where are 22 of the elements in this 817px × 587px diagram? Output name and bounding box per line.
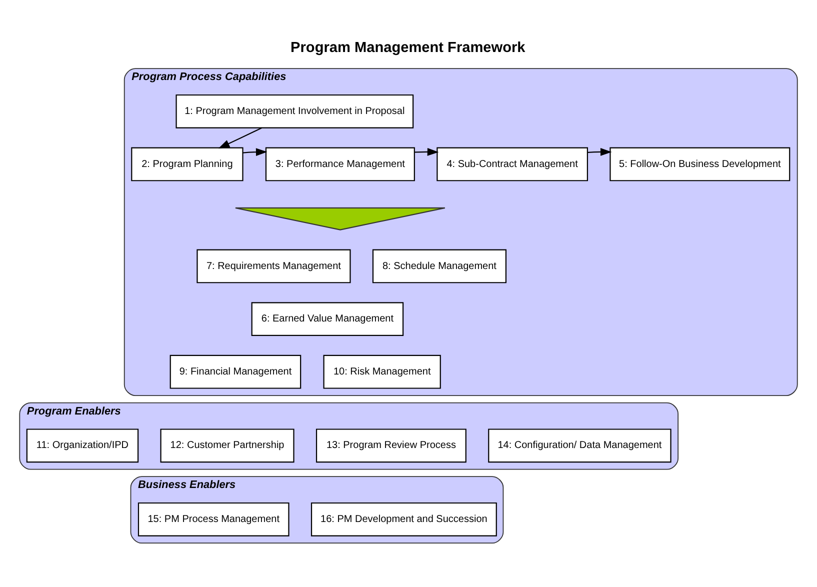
node-box: 3: Performance Management [265, 146, 415, 181]
node-box: 7: Requirements Management [196, 248, 351, 283]
arrow [414, 147, 439, 156]
node-box: 4: Sub-Contract Management [436, 146, 588, 181]
diagram-title: Program Management Framework [290, 40, 526, 56]
node-box: 6: Earned Value Management [251, 302, 404, 336]
node-box: 9: Financial Management [170, 354, 302, 388]
node-box: 5: Follow-On Business Development [610, 146, 790, 181]
arrow [242, 148, 268, 156]
arrow [588, 148, 612, 156]
node-box: 15: PM Process Management [138, 502, 290, 536]
node-box: 1: Program Management Involvement in Proposal [176, 94, 414, 128]
node-box: 13: Program Review Process [316, 428, 466, 462]
node-box: 12: Customer Partnership [160, 428, 294, 462]
node-box: 8: Schedule Management [372, 248, 506, 283]
node-box: 14: Configuration/ Data Management [488, 428, 672, 462]
node-box: 2: Program Planning [131, 146, 244, 181]
node-box: 11: Organization/IPD [26, 428, 139, 462]
node-box: 16: PM Development and Succession [310, 502, 497, 536]
node-box: 10: Risk Management [323, 354, 441, 388]
arrow [218, 126, 262, 148]
node-triangle [234, 206, 446, 230]
